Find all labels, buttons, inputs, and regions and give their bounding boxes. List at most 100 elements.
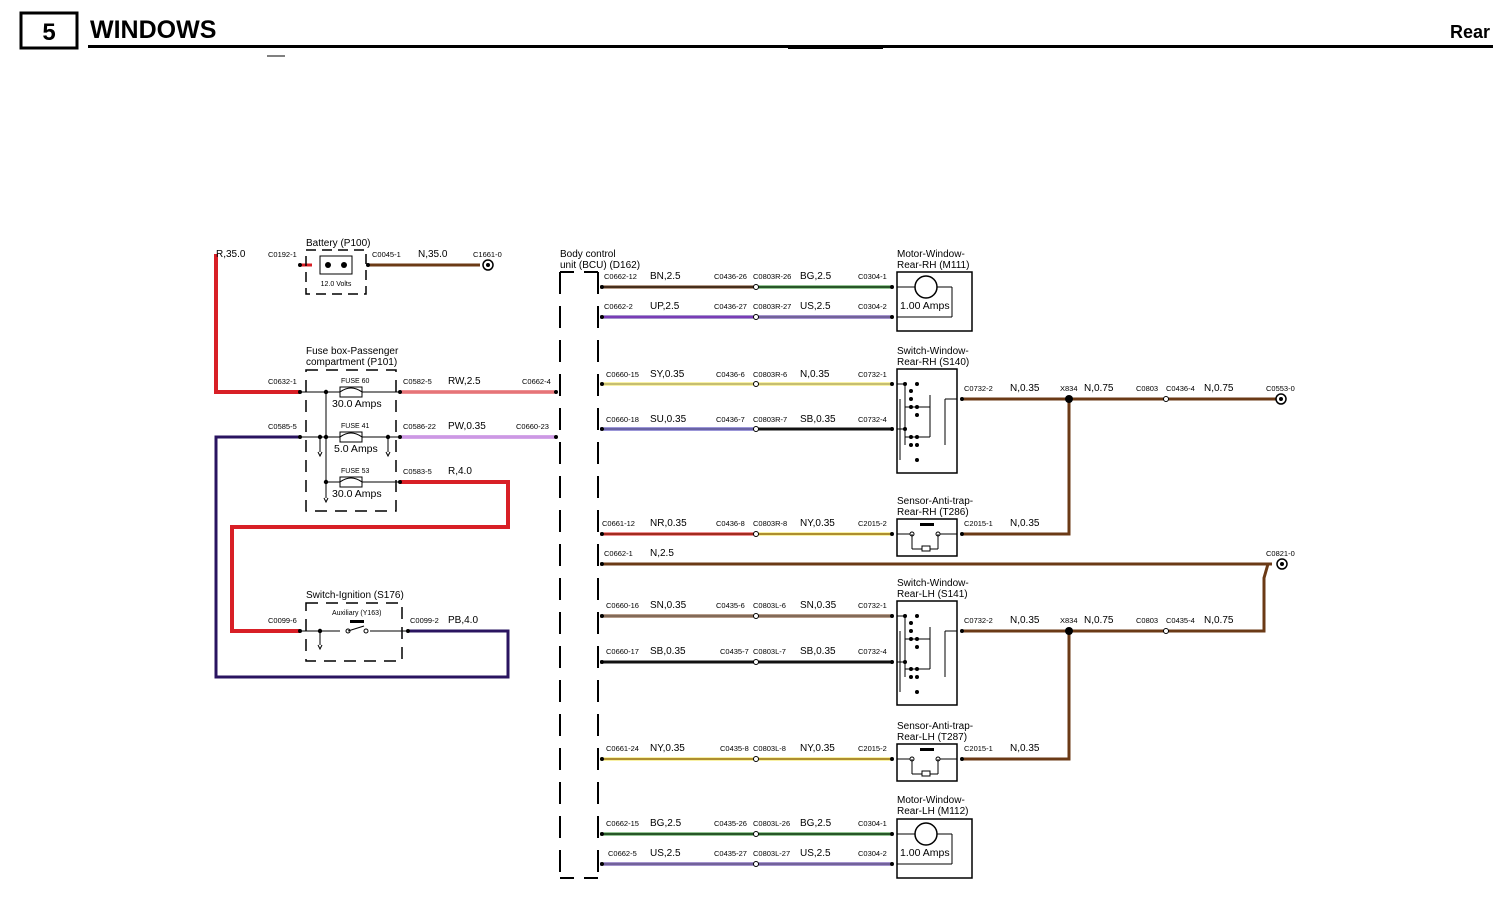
header-rule-accent bbox=[788, 47, 883, 49]
conn-c0436-27: C0436-27 bbox=[714, 302, 747, 311]
conn-c1661-0: C1661-0 bbox=[473, 250, 502, 259]
conn-c0803r-26: C0803R-26 bbox=[753, 272, 791, 281]
page-subtitle: Rear bbox=[1450, 22, 1490, 42]
conn-c0435-6: C0435-6 bbox=[716, 601, 745, 610]
conn-c0732-2b: C0732-2 bbox=[964, 616, 993, 625]
conn-c0662-1: C0662-1 bbox=[604, 549, 633, 558]
conn-c0583-5: C0583-5 bbox=[403, 467, 432, 476]
conn-c0662-15: C0662-15 bbox=[606, 819, 639, 828]
conn-c0803l-6: C0803L-6 bbox=[753, 601, 786, 610]
conn-c0661-12: C0661-12 bbox=[602, 519, 635, 528]
pin-ends bbox=[298, 263, 964, 866]
conn-c0304-2b: C0304-2 bbox=[858, 849, 887, 858]
conn-c2015-1b: C2015-1 bbox=[964, 744, 993, 753]
conn-c0803a: C0803 bbox=[1136, 384, 1158, 393]
conn-c0436-7: C0436-7 bbox=[716, 415, 745, 424]
conn-c0732-4a: C0732-4 bbox=[858, 415, 887, 424]
wire-label-n075c: N,0.75 bbox=[1084, 615, 1114, 626]
conn-c0732-2a: C0732-2 bbox=[964, 384, 993, 393]
wire-label-sb035b: SB,0.35 bbox=[650, 646, 686, 657]
sensor-lh: Sensor-Anti-trap- Rear-LH (T287) bbox=[896, 721, 973, 782]
wire-label-sb035a: SB,0.35 bbox=[800, 414, 836, 425]
wire-label-ny035a: NY,0.35 bbox=[800, 518, 835, 529]
conn-c0803l-8: C0803L-8 bbox=[753, 744, 786, 753]
fusebox-label-2: compartment (P101) bbox=[306, 357, 397, 368]
wire-label-bn25: BN,2.5 bbox=[650, 271, 681, 282]
motor-lh-amps: 1.00 Amps bbox=[900, 847, 950, 859]
splice-x834-lh bbox=[1065, 627, 1073, 635]
conn-c0660-23: C0660-23 bbox=[516, 422, 549, 431]
conn-c0732-1b: C0732-1 bbox=[858, 601, 887, 610]
conn-c0585-5: C0585-5 bbox=[268, 422, 297, 431]
conn-c0045-1: C0045-1 bbox=[372, 250, 401, 259]
fuse-53-amps: 30.0 Amps bbox=[332, 488, 382, 500]
fuse-60-amps: 30.0 Amps bbox=[332, 398, 382, 410]
wire-label-us25a: US,2.5 bbox=[800, 301, 831, 312]
wire-label-ny035c: NY,0.35 bbox=[800, 743, 835, 754]
switch-lh-label-1: Switch-Window- bbox=[897, 578, 969, 589]
wire-label-sy035: SY,0.35 bbox=[650, 369, 685, 380]
bcu-label-2: unit (BCU) (D162) bbox=[560, 260, 640, 271]
conn-c0099-6: C0099-6 bbox=[268, 616, 297, 625]
conn-c0803b: C0803 bbox=[1136, 616, 1158, 625]
conn-c0732-4b: C0732-4 bbox=[858, 647, 887, 656]
conn-c0582-5: C0582-5 bbox=[403, 377, 432, 386]
wire-r35 bbox=[214, 254, 300, 394]
sensor-rh-label-1: Sensor-Anti-trap- bbox=[897, 496, 973, 507]
switch-lh-label-2: Rear-LH (S141) bbox=[897, 589, 968, 600]
conn-c0192-1: C0192-1 bbox=[268, 250, 297, 259]
conn-x834a: X834 bbox=[1060, 384, 1078, 393]
wire-label-n075d: N,0.75 bbox=[1204, 615, 1234, 626]
wire-label-n035d: N,0.35 bbox=[1010, 615, 1040, 626]
wire-label-n075b: N,0.75 bbox=[1204, 383, 1234, 394]
conn-c0435-27: C0435-27 bbox=[714, 849, 747, 858]
wire-label-n035e: N,0.35 bbox=[1010, 743, 1040, 754]
conn-c0436-26: C0436-26 bbox=[714, 272, 747, 281]
motor-lh: Motor-Window- Rear-LH (M112) 1.00 Amps bbox=[896, 795, 973, 879]
wire-label-n035c: N,0.35 bbox=[1010, 518, 1040, 529]
motor-rh-icon bbox=[914, 275, 938, 299]
wire-pb40-loop bbox=[214, 435, 510, 679]
wire-label-pb40: PB,4.0 bbox=[448, 615, 478, 626]
motor-lh-label-2: Rear-LH (M112) bbox=[897, 806, 969, 817]
splices bbox=[1065, 395, 1073, 635]
ignition-aux-label: Auxiliary (Y163) bbox=[332, 610, 381, 617]
fuse-41-name: FUSE 41 bbox=[341, 423, 370, 430]
page-title: WINDOWS bbox=[90, 16, 216, 44]
conn-c0304-1b: C0304-1 bbox=[858, 819, 887, 828]
conn-c0553-0: C0553-0 bbox=[1266, 384, 1295, 393]
conn-c0803l-7: C0803L-7 bbox=[753, 647, 786, 656]
conn-c2015-2b: C2015-2 bbox=[858, 744, 887, 753]
motor-rh-label-1: Motor-Window- bbox=[897, 249, 965, 260]
conn-x834b: X834 bbox=[1060, 616, 1078, 625]
wire-label-nr035: NR,0.35 bbox=[650, 518, 687, 529]
labels-right: C0662-12 BN,2.5 C0436-26 C0803R-26 BG,2.… bbox=[602, 271, 1295, 859]
sensor-lh-label-2: Rear-LH (T287) bbox=[897, 732, 967, 743]
header-rule bbox=[88, 45, 1493, 48]
conn-c0661-24: C0661-24 bbox=[606, 744, 639, 753]
conn-c0436-6: C0436-6 bbox=[716, 370, 745, 379]
wire-label-n075a: N,0.75 bbox=[1084, 383, 1114, 394]
wire-label-bg25a: BG,2.5 bbox=[800, 271, 832, 282]
conn-c0304-2a: C0304-2 bbox=[858, 302, 887, 311]
wires bbox=[214, 254, 1276, 866]
wire-label-sn035b: SN,0.35 bbox=[800, 600, 837, 611]
wire-label-us25c: US,2.5 bbox=[800, 848, 831, 859]
bcu-label-1: Body control bbox=[560, 249, 616, 260]
section-number-box bbox=[19, 11, 79, 50]
switch-rh-label-1: Switch-Window- bbox=[897, 346, 969, 357]
conn-c0803r-27: C0803R-27 bbox=[753, 302, 791, 311]
wire-label-r40: R,4.0 bbox=[448, 466, 472, 477]
fusebox: Fuse box-Passenger compartment (P101) FU… bbox=[268, 346, 551, 512]
wire-label-n35: N,35.0 bbox=[418, 249, 448, 260]
conn-c0660-15: C0660-15 bbox=[606, 370, 639, 379]
header: 5 WINDOWS Rear bbox=[19, 11, 1493, 57]
inline-connectors bbox=[753, 284, 1169, 867]
conn-c2015-1a: C2015-1 bbox=[964, 519, 993, 528]
conn-c0099-2: C0099-2 bbox=[410, 616, 439, 625]
conn-c0435-4: C0435-4 bbox=[1166, 616, 1195, 625]
motor-lh-icon bbox=[914, 822, 938, 846]
wire-n035c bbox=[962, 399, 1071, 536]
fuse-41-amps: 5.0 Amps bbox=[334, 443, 378, 455]
conn-c2015-2a: C2015-2 bbox=[858, 519, 887, 528]
